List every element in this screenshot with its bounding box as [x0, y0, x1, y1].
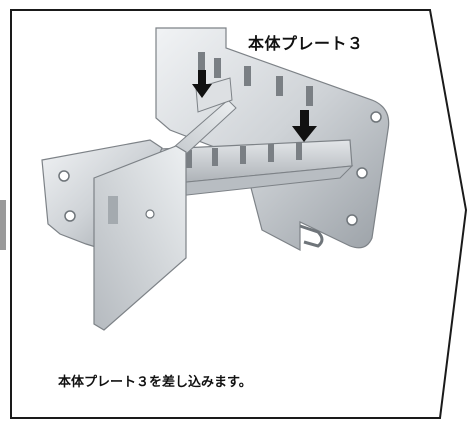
left-edge-strip — [0, 200, 6, 250]
crossbar-plate — [139, 139, 354, 199]
plate-front — [93, 145, 187, 331]
plate-3-label: 本体プレート３ — [248, 34, 364, 53]
instruction-caption: 本体プレート３を差し込みます。 — [58, 375, 252, 390]
down-arrow-icon — [292, 110, 317, 142]
down-arrow-icon — [192, 70, 212, 98]
